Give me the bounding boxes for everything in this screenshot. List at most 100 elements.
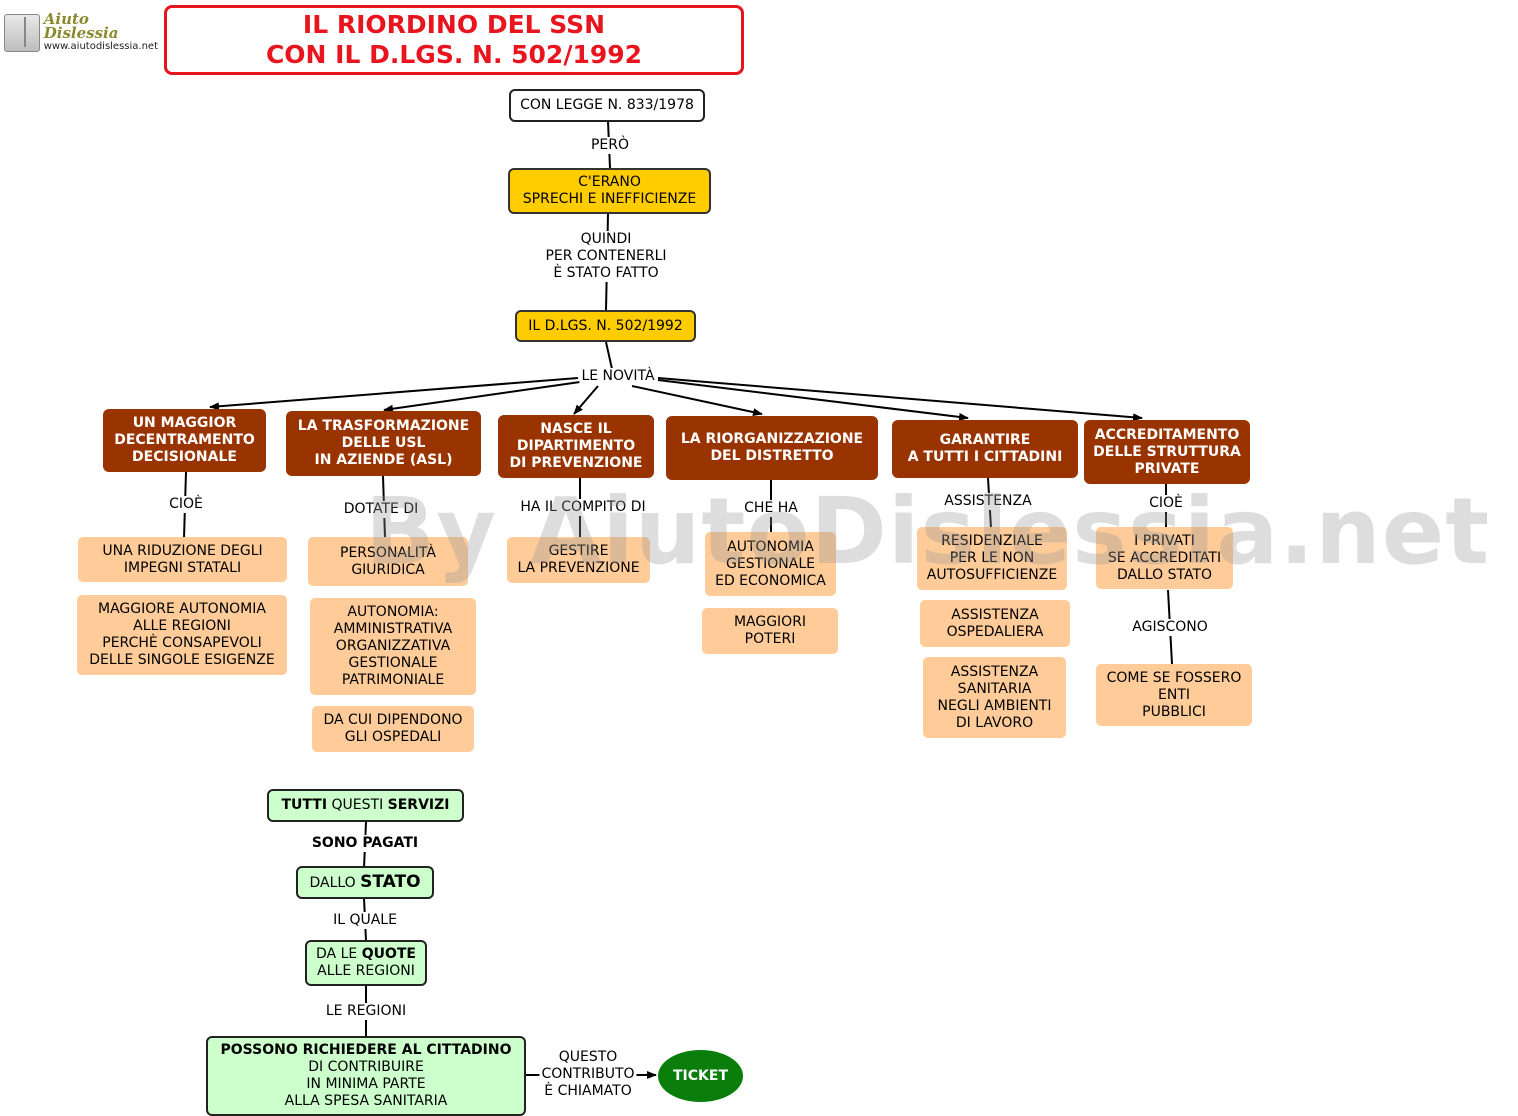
node-legge-833: CON LEGGE N. 833/1978 xyxy=(509,89,705,122)
link-il-quale: IL QUALE xyxy=(331,912,399,929)
node-autonomia-regioni-line2: ALLE REGIONI xyxy=(133,618,231,634)
node-maggiori-poteri: MAGGIORI POTERI xyxy=(702,608,838,654)
quote-plain: DA LE xyxy=(316,946,362,962)
book-icon xyxy=(4,14,40,52)
link-le-novita: LE NOVITÀ xyxy=(579,368,657,385)
node-personalita-giuridica: PERSONALITÀ GIURIDICA xyxy=(308,537,468,586)
link-che-ha: CHE HA xyxy=(742,500,800,517)
node-garantire-line1: GARANTIRE xyxy=(939,432,1031,448)
node-quote-regioni: DA LE QUOTE ALLE REGIONI xyxy=(305,940,427,986)
node-autonomia-gestionale-line1: AUTONOMIA xyxy=(727,538,814,555)
node-dipartimento-prevenzione: NASCE IL DIPARTIMENTO DI PREVENZIONE xyxy=(498,415,654,478)
link-quindi-line1: QUINDI xyxy=(580,231,632,247)
node-residenziale: RESIDENZIALE PER LE NON AUTOSUFFICIENZE xyxy=(917,527,1067,590)
node-possono-line4: ALLA SPESA SANITARIA xyxy=(284,1093,448,1109)
link-le-regioni: LE REGIONI xyxy=(323,1003,409,1020)
node-dipartimento-line2: DIPARTIMENTO xyxy=(516,438,636,454)
link-sono-pagati: SONO PAGATI xyxy=(309,835,421,852)
title-line-1: IL RIORDINO DEL SSN xyxy=(302,10,606,39)
node-trasformazione-line1: LA TRASFORMAZIONE xyxy=(297,418,470,434)
node-dlgs: IL D.LGS. N. 502/1992 xyxy=(515,310,696,342)
node-autonomia-aziende: AUTONOMIA: AMMINISTRATIVA ORGANIZZATIVA … xyxy=(310,598,476,695)
link-ha-il-compito-di: HA IL COMPITO DI xyxy=(518,499,648,516)
link-cioe-2: CIOÈ xyxy=(1147,495,1185,512)
node-ospedaliera-line2: OSPEDALIERA xyxy=(946,623,1044,640)
site-logo[interactable]: Aiuto Dislessia www.aiutodislessia.net xyxy=(4,12,158,54)
node-personalita-line1: PERSONALITÀ xyxy=(340,544,436,561)
node-decentramento-line3: DECISIONALE xyxy=(132,449,237,465)
node-ticket: TICKET xyxy=(658,1050,743,1102)
node-residenziale-line2: PER LE NON xyxy=(949,550,1035,566)
link-questo-line1: QUESTO xyxy=(558,1049,618,1065)
stato-plain: DALLO xyxy=(309,874,361,891)
node-trasformazione-usl: LA TRASFORMAZIONE DELLE USL IN AZIENDE (… xyxy=(286,411,481,476)
node-accreditamento-line3: PRIVATE xyxy=(1134,460,1200,477)
quote-bold: QUOTE xyxy=(361,946,416,962)
link-questo-line3: È CHIAMATO xyxy=(544,1083,632,1099)
node-sprechi-line2: SPRECHI E INEFFICIENZE xyxy=(522,191,697,207)
node-autonomia-gestionale-line2: GESTIONALE xyxy=(726,555,815,572)
node-privati-line3: DALLO STATO xyxy=(1116,566,1213,583)
title-line-2: CON IL D.LGS. N. 502/1992 xyxy=(265,40,643,69)
node-decentramento-line2: DECENTRAMENTO xyxy=(114,432,255,448)
node-personalita-line2: GIURIDICA xyxy=(351,561,425,578)
logo-name: Aiuto Dislessia xyxy=(43,10,119,42)
link-quindi-line3: È STATO FATTO xyxy=(553,265,659,281)
servizi-bold-2: SERVIZI xyxy=(387,797,450,813)
logo-url: www.aiutodislessia.net xyxy=(43,41,158,52)
node-residenziale-line3: AUTOSUFFICIENZE xyxy=(926,567,1058,583)
node-ospedaliera-line1: ASSISTENZA xyxy=(951,606,1039,623)
node-privati-line1: I PRIVATI xyxy=(1134,532,1195,549)
servizi-plain: QUESTI xyxy=(327,797,388,813)
node-legge-text: CON LEGGE N. 833/1978 xyxy=(520,97,694,113)
node-autonomia-regioni-line3: PERCHÈ CONSAPEVOLI xyxy=(102,635,262,651)
node-riduzione-impegni: UNA RIDUZIONE DEGLI IMPEGNI STATALI xyxy=(78,537,287,582)
link-dotate-di: DOTATE DI xyxy=(341,501,421,518)
node-autonomia-regioni: MAGGIORE AUTONOMIA ALLE REGIONI PERCHÈ C… xyxy=(77,595,287,675)
link-quindi: QUINDI PER CONTENERLI È STATO FATTO xyxy=(543,231,669,282)
node-dlgs-text: IL D.LGS. N. 502/1992 xyxy=(528,317,683,334)
node-ospedali: DA CUI DIPENDONO GLI OSPEDALI xyxy=(312,706,474,752)
node-sprechi-line1: C'ERANO xyxy=(578,174,641,190)
node-decentramento-line1: UN MAGGIOR xyxy=(132,415,237,431)
link-cioe-1: CIOÈ xyxy=(167,496,205,513)
node-autonomia-aziende-line3: ORGANIZZATIVA xyxy=(335,638,451,654)
node-autonomia-regioni-line1: MAGGIORE AUTONOMIA xyxy=(98,601,266,617)
node-autonomia-regioni-line4: DELLE SINGOLE ESIGENZE xyxy=(89,652,275,668)
node-autonomia-aziende-line4: GESTIONALE xyxy=(348,655,438,671)
node-possono-line2: DI CONTRIBUIRE xyxy=(308,1059,424,1075)
link-assistenza: ASSISTENZA xyxy=(942,493,1034,510)
node-lavoro-line4: DI LAVORO xyxy=(955,714,1034,731)
node-dipartimento-line1: NASCE IL xyxy=(540,421,612,437)
node-autonomia-aziende-line5: PATRIMONIALE xyxy=(341,672,445,688)
node-riduzione-line1: UNA RIDUZIONE DEGLI xyxy=(102,542,263,559)
node-quote-line2: ALLE REGIONI xyxy=(317,963,415,979)
servizi-bold-1: TUTTI xyxy=(281,797,328,813)
node-residenziale-line1: RESIDENZIALE xyxy=(941,533,1043,549)
node-enti-pubblici: COME SE FOSSERO ENTI PUBBLICI xyxy=(1096,664,1252,726)
node-enti-line2: ENTI xyxy=(1158,686,1190,703)
node-gestire-prevenzione: GESTIRE LA PREVENZIONE xyxy=(507,537,650,583)
node-dipartimento-line3: DI PREVENZIONE xyxy=(509,455,643,471)
node-privati-line2: SE ACCREDITATI xyxy=(1107,549,1222,566)
node-lavoro-line1: ASSISTENZA xyxy=(950,663,1039,680)
page-title: IL RIORDINO DEL SSN CON IL D.LGS. N. 502… xyxy=(164,5,744,75)
link-agiscono: AGISCONO xyxy=(1130,619,1210,636)
node-riorganizzazione-line2: DEL DISTRETTO xyxy=(710,448,834,464)
node-autonomia-aziende-line2: AMMINISTRATIVA xyxy=(333,621,453,637)
node-ospedali-line2: GLI OSPEDALI xyxy=(344,729,442,745)
node-tutti-servizi: TUTTI QUESTI SERVIZI xyxy=(267,789,464,822)
link-questo-line2: CONTRIBUTO xyxy=(541,1066,635,1082)
node-maggiori-poteri-line2: POTERI xyxy=(744,631,796,647)
node-enti-line1: COME SE FOSSERO xyxy=(1106,669,1242,686)
node-riduzione-line2: IMPEGNI STATALI xyxy=(123,559,242,576)
node-dallo-stato: DALLO STATO xyxy=(296,866,434,899)
node-privati-accreditati: I PRIVATI SE ACCREDITATI DALLO STATO xyxy=(1096,527,1233,589)
node-autonomia-gestionale: AUTONOMIA GESTIONALE ED ECONOMICA xyxy=(705,532,836,596)
node-trasformazione-line2: DELLE USL xyxy=(341,435,426,451)
node-accreditamento-line1: ACCREDITAMENTO xyxy=(1094,426,1240,443)
node-ticket-text: TICKET xyxy=(673,1068,728,1084)
link-pero: PERÒ xyxy=(588,137,632,154)
node-possono-richiedere: POSSONO RICHIEDERE AL CITTADINO DI CONTR… xyxy=(206,1036,526,1116)
node-autonomia-gestionale-line3: ED ECONOMICA xyxy=(715,572,826,589)
